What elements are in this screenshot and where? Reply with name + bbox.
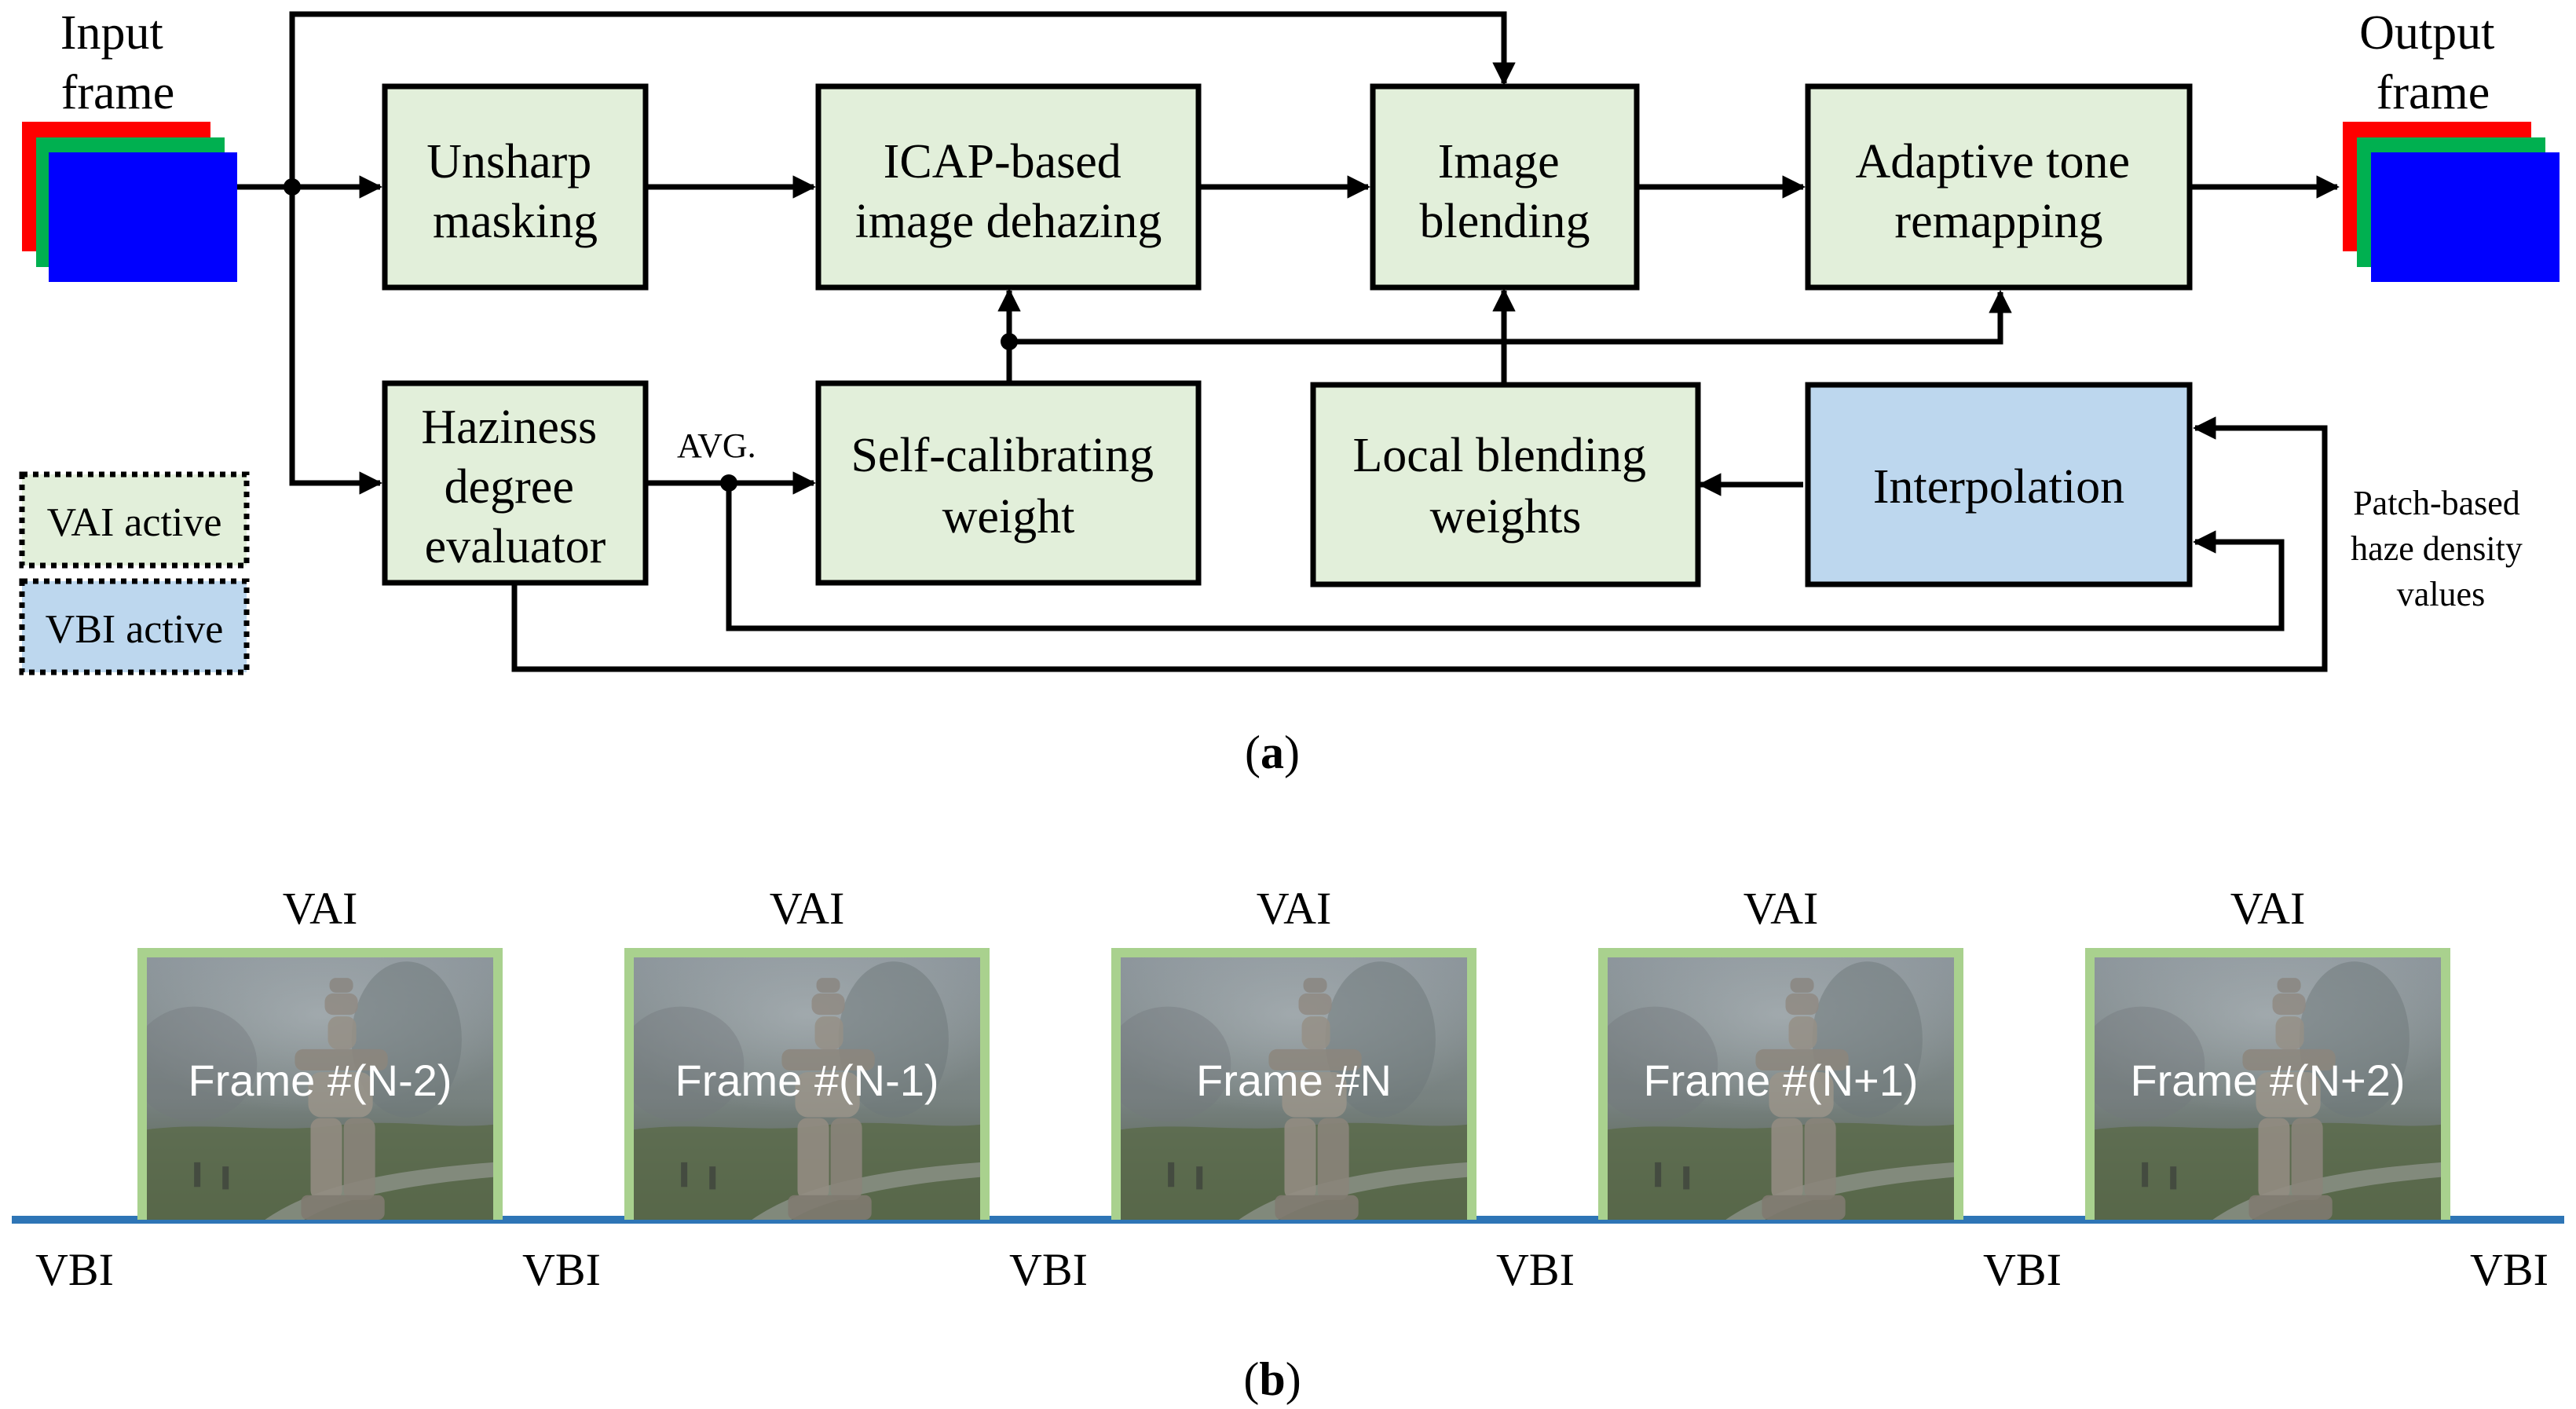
caption-a-open: ( bbox=[1245, 726, 1261, 778]
icap-line2: image dehazing bbox=[855, 195, 1162, 248]
block-interpolation-box bbox=[1805, 382, 2193, 587]
block-image-blending-label: Image blending bbox=[1420, 135, 1590, 248]
frame-label: Frame #(N-2) bbox=[188, 1056, 452, 1105]
input-frame-label-line1: Input bbox=[60, 6, 163, 60]
block-unsharp-masking-label: Unsharp masking bbox=[426, 135, 604, 248]
block-icap-dehazing: ICAP-based image dehazing bbox=[815, 83, 1202, 291]
frame-label: Frame #(N+2) bbox=[2130, 1056, 2405, 1105]
legend: VAI active VBI active bbox=[19, 471, 250, 675]
avg-label: AVG. bbox=[677, 426, 756, 465]
block-unsharp-masking: Unsharp masking bbox=[382, 83, 649, 291]
patch-density-label: Patch-based haze density values bbox=[2351, 484, 2531, 613]
block-adaptive-tone-remapping: Adaptive tone remapping bbox=[1805, 83, 2193, 291]
vbi-label: VBI bbox=[1496, 1244, 1575, 1295]
junction-avg-split bbox=[720, 474, 737, 492]
unsharp-line2: masking bbox=[433, 195, 598, 248]
vai-label: VAI bbox=[1744, 883, 1819, 934]
selfcal-line1: Self-calibrating bbox=[851, 429, 1154, 482]
vai-label: VAI bbox=[770, 883, 845, 934]
block-unsharp-masking-box bbox=[382, 83, 649, 291]
tone-line1: Adaptive tone bbox=[1855, 135, 2130, 188]
junction-input-split bbox=[284, 178, 301, 196]
block-local-blending-weights-label: Local blending weights bbox=[1352, 429, 1658, 543]
block-interpolation-label: Interpolation bbox=[1873, 460, 2124, 514]
wire-bypass-to-blending bbox=[289, 11, 1516, 187]
localblend-line2: weights bbox=[1430, 490, 1582, 543]
block-local-blending-weights: Local blending weights bbox=[1310, 382, 1701, 587]
caption-a-letter: a bbox=[1261, 726, 1284, 778]
haziness-line2: degree bbox=[445, 460, 574, 514]
vai-frame-2: Frame #(N-1) VAI bbox=[624, 883, 990, 1220]
input-frame-blue bbox=[49, 152, 237, 282]
block-adaptive-tone-remapping-label: Adaptive tone remapping bbox=[1855, 135, 2142, 248]
block-interpolation: Interpolation bbox=[1805, 382, 2193, 587]
frame-label: Frame #(N-1) bbox=[675, 1056, 939, 1105]
wire-avg-to-interp bbox=[726, 483, 2285, 631]
vbi-label: VBI bbox=[1009, 1244, 1088, 1295]
tone-line2: remapping bbox=[1894, 195, 2102, 248]
haziness-line1: Haziness bbox=[421, 401, 597, 454]
block-self-calibrating-weight-label: Self-calibrating weight bbox=[851, 429, 1165, 543]
block-haziness-degree-evaluator-label: Haziness degree evaluator bbox=[421, 401, 609, 573]
input-frame-label-line2: frame bbox=[61, 66, 175, 119]
block-self-calibrating-weight-box bbox=[815, 380, 1202, 586]
signal-wires bbox=[237, 11, 2340, 672]
vbi-label: VBI bbox=[35, 1244, 114, 1295]
wire-selfcal-to-tone bbox=[1009, 290, 2012, 345]
block-haziness-degree-evaluator-box bbox=[382, 380, 649, 586]
vbi-label: VBI bbox=[1983, 1244, 2062, 1295]
vai-label: VAI bbox=[2230, 883, 2306, 934]
output-frame-blue bbox=[2371, 152, 2560, 282]
vbi-label: VBI bbox=[2470, 1244, 2549, 1295]
block-icap-dehazing-label: ICAP-based image dehazing bbox=[855, 135, 1162, 248]
haziness-line3: evaluator bbox=[425, 520, 606, 573]
frame-label: Frame #N bbox=[1196, 1056, 1392, 1105]
vai-vbi-timeline: Frame #(N-2) VAI Frame #(N-1) VAI Frame #N VA… bbox=[12, 883, 2564, 1295]
legend-vai-swatch bbox=[19, 471, 250, 569]
icap-line1: ICAP-based bbox=[884, 135, 1122, 188]
vai-label: VAI bbox=[283, 883, 358, 934]
output-frame-stack bbox=[2343, 122, 2560, 282]
input-frame-label: Input frame bbox=[60, 6, 175, 119]
caption-a-close: ) bbox=[1284, 726, 1300, 778]
vai-frame-5: Frame #(N+2) VAI bbox=[2085, 883, 2450, 1220]
blending-line1: Image bbox=[1438, 135, 1560, 188]
output-frame-label-line2: frame bbox=[2377, 66, 2490, 119]
block-local-blending-weights-box bbox=[1310, 382, 1701, 587]
caption-b-letter: b bbox=[1259, 1353, 1285, 1405]
legend-vbi-label: VBI active bbox=[46, 607, 224, 652]
block-adaptive-tone-remapping-box bbox=[1805, 83, 2193, 291]
caption-b-close: ) bbox=[1286, 1353, 1301, 1405]
legend-vbi-swatch bbox=[19, 578, 250, 675]
localblend-line1: Local blending bbox=[1352, 429, 1646, 482]
vai-frame-1: Frame #(N-2) VAI bbox=[137, 883, 503, 1220]
block-icap-dehazing-box bbox=[815, 83, 1202, 291]
caption-b-open: ( bbox=[1243, 1353, 1259, 1405]
input-frame-stack bbox=[22, 122, 237, 282]
block-self-calibrating-weight: Self-calibrating weight bbox=[815, 380, 1202, 586]
vbi-label: VBI bbox=[522, 1244, 601, 1295]
patch-line3: values bbox=[2397, 575, 2485, 613]
block-haziness-degree-evaluator: Haziness degree evaluator bbox=[382, 380, 649, 586]
output-frame-label: Output frame bbox=[2359, 6, 2507, 119]
wire-patch-values-to-interp bbox=[511, 416, 2328, 672]
patch-line2: haze density bbox=[2351, 529, 2523, 568]
vai-label: VAI bbox=[1257, 883, 1332, 934]
legend-vai-label: VAI active bbox=[47, 500, 222, 545]
vai-frame-4: Frame #(N+1) VAI bbox=[1598, 883, 1963, 1220]
blending-line2: blending bbox=[1420, 195, 1590, 248]
output-frame-label-line1: Output bbox=[2359, 6, 2494, 60]
caption-a: (a) bbox=[1245, 726, 1300, 778]
unsharp-line1: Unsharp bbox=[426, 135, 591, 188]
block-image-blending-box bbox=[1370, 83, 1640, 291]
patch-line1: Patch-based bbox=[2353, 484, 2520, 522]
frame-label: Frame #(N+1) bbox=[1643, 1056, 1918, 1105]
wire-input-to-haziness bbox=[289, 187, 382, 495]
junction-selfcal-split bbox=[1001, 333, 1018, 350]
selfcal-line2: weight bbox=[942, 490, 1075, 543]
caption-b: (b) bbox=[1243, 1353, 1301, 1405]
vai-frame-3: Frame #N VAI bbox=[1111, 883, 1476, 1220]
block-image-blending: Image blending bbox=[1370, 83, 1640, 291]
